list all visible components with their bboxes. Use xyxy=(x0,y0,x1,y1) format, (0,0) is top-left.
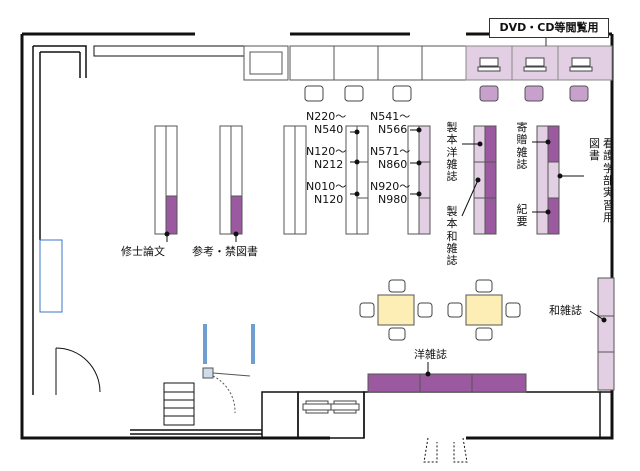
call-number: N860 xyxy=(378,158,408,171)
kiyo-label: 紀要 xyxy=(516,203,528,229)
monitor-icon xyxy=(569,57,593,72)
call-number: N920～ xyxy=(370,180,411,193)
wall-counter-top xyxy=(93,45,245,57)
automatic-door-icon xyxy=(423,436,468,463)
call-number: N220～ xyxy=(306,110,347,123)
call-number: N010～ xyxy=(306,180,347,193)
security-gate-icon xyxy=(202,324,255,414)
door-swing-icon xyxy=(55,347,101,395)
shelf-wall-mid xyxy=(283,125,307,235)
printer-icon xyxy=(302,400,360,414)
shelf-call-numbers-1 xyxy=(345,125,369,235)
av-corner-label: DVD・CD等閲覧用 xyxy=(489,18,609,38)
shelf-reference xyxy=(219,125,243,235)
shelf-japanese-magazines xyxy=(597,277,615,391)
donated-magazines-label: 寄贈雑誌 xyxy=(516,121,528,171)
call-number: N566 xyxy=(378,123,408,136)
study-tables xyxy=(359,279,521,341)
shelf-donated-kiyo xyxy=(536,125,560,235)
call-number: N120 xyxy=(314,193,344,206)
japanese-magazines-label: 和雑誌 xyxy=(549,304,582,317)
inner-walls xyxy=(32,45,612,439)
window xyxy=(39,239,63,313)
bound-japanese-magazines-label: 製本和雑誌 xyxy=(446,205,458,268)
label-pointers xyxy=(164,127,607,377)
shelf-thesis xyxy=(154,125,178,235)
foreign-magazines-label: 洋雑誌 xyxy=(414,348,447,361)
call-number: N212 xyxy=(314,158,344,171)
staircase-icon xyxy=(163,382,195,426)
chairs xyxy=(304,85,589,102)
call-number: N120～ xyxy=(306,145,347,158)
nursing-books-label-text: 看護学部実習用図書 xyxy=(589,137,614,224)
av-viewing-area xyxy=(465,45,613,81)
shelf-foreign-magazines xyxy=(367,373,527,393)
call-number: N540 xyxy=(314,123,344,136)
shelf-call-numbers-2 xyxy=(407,125,431,235)
call-number: N541～ xyxy=(370,110,411,123)
top-cabinets xyxy=(243,45,467,81)
nursing-books-label: 看護学部実習用図書 xyxy=(588,137,614,248)
thesis-label: 修士論文 xyxy=(121,245,165,258)
monitor-icon xyxy=(523,57,547,72)
monitor-icon xyxy=(477,57,501,72)
reference-label: 参考・禁図書 xyxy=(192,245,258,258)
call-number: N980 xyxy=(378,193,408,206)
call-number: N571～ xyxy=(370,145,411,158)
bound-foreign-magazines-label: 製本洋雑誌 xyxy=(446,121,458,184)
